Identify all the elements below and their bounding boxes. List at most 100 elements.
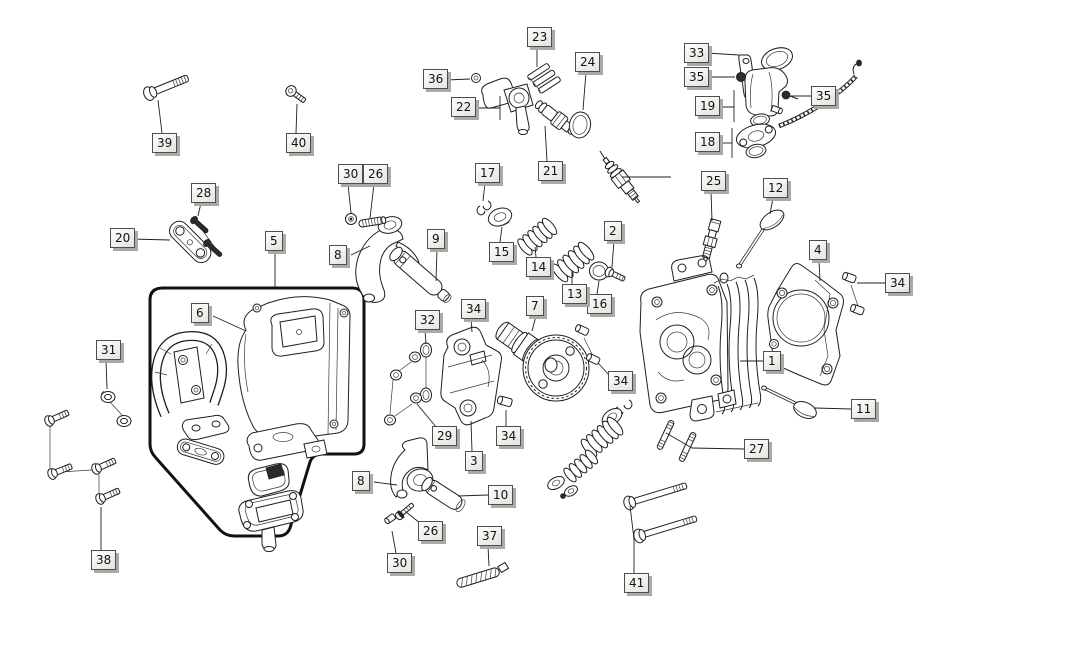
part-label-31[interactable]: 31 xyxy=(96,340,122,360)
part-label-23[interactable]: 23 xyxy=(527,27,553,47)
part-label-22[interactable]: 22 xyxy=(451,97,477,117)
spark-plug xyxy=(599,150,641,204)
part-label-4[interactable]: 4 xyxy=(809,240,827,260)
breather-pipe xyxy=(151,330,230,441)
thermo-sensor-25 xyxy=(701,218,722,265)
part-label-5[interactable]: 5 xyxy=(265,231,283,251)
leader-line xyxy=(769,197,774,215)
valve-spring-14 xyxy=(517,217,558,256)
part-label-25[interactable]: 25 xyxy=(701,171,727,191)
leader-line xyxy=(582,71,587,111)
leader-line xyxy=(350,245,371,256)
part-label-40[interactable]: 40 xyxy=(286,133,312,153)
part-label-30[interactable]: 30 xyxy=(387,553,413,573)
part-label-8[interactable]: 8 xyxy=(352,471,370,491)
leader-line xyxy=(373,481,398,486)
leader-line xyxy=(445,78,471,81)
part-label-37[interactable]: 37 xyxy=(477,526,503,546)
head-gasket-4 xyxy=(767,263,844,386)
part-label-32[interactable]: 32 xyxy=(415,310,441,330)
leader-line xyxy=(818,259,821,282)
part-label-13[interactable]: 13 xyxy=(562,284,588,304)
part-label-3[interactable]: 3 xyxy=(465,451,483,471)
part-label-27[interactable]: 27 xyxy=(744,439,770,459)
part-label-34[interactable]: 34 xyxy=(608,371,634,391)
oval-gasket xyxy=(176,438,225,465)
studs-27 xyxy=(656,420,697,462)
leader-line xyxy=(391,530,397,554)
part-label-30[interactable]: 30 xyxy=(338,164,364,184)
part-label-33[interactable]: 33 xyxy=(684,43,710,63)
leader-line xyxy=(705,52,740,56)
part-label-15[interactable]: 15 xyxy=(489,242,515,262)
part-label-16[interactable]: 16 xyxy=(587,294,613,314)
leader-line xyxy=(457,494,489,497)
leader-line xyxy=(596,280,600,295)
part-label-6[interactable]: 6 xyxy=(191,303,209,323)
head-fins xyxy=(713,274,762,415)
long-bolts-41 xyxy=(623,482,698,544)
valve-spring-13 xyxy=(551,241,595,283)
part-label-19[interactable]: 19 xyxy=(695,96,721,116)
part-label-18[interactable]: 18 xyxy=(695,132,721,152)
leader-line xyxy=(369,183,375,219)
part-label-12[interactable]: 12 xyxy=(763,178,789,198)
part-label-7[interactable]: 7 xyxy=(526,296,544,316)
camshaft-7 xyxy=(495,321,590,402)
part-label-1[interactable]: 1 xyxy=(763,351,781,371)
nut-washer-cluster-29-32 xyxy=(384,342,432,426)
nut-29-d xyxy=(384,414,396,426)
part-label-20[interactable]: 20 xyxy=(110,228,136,248)
washer-32-bottom xyxy=(420,387,432,403)
part-label-34[interactable]: 34 xyxy=(885,273,911,293)
part-label-17[interactable]: 17 xyxy=(475,163,501,183)
leader-line xyxy=(534,246,537,258)
part-label-28[interactable]: 28 xyxy=(191,183,217,203)
stay-plate-20 xyxy=(169,220,212,264)
part-label-29[interactable]: 29 xyxy=(432,426,458,446)
intake-valve-12 xyxy=(735,209,785,269)
leader-line xyxy=(130,238,171,241)
leader-lines xyxy=(100,47,885,573)
part-label-14[interactable]: 14 xyxy=(526,257,552,277)
part-label-38[interactable]: 38 xyxy=(91,550,117,570)
part-label-34[interactable]: 34 xyxy=(496,426,522,446)
part-label-41[interactable]: 41 xyxy=(624,573,650,593)
leader-line xyxy=(482,182,486,202)
leader-line xyxy=(435,248,438,282)
leader-line xyxy=(691,447,745,450)
cylinder-head-cover-6 xyxy=(237,296,351,439)
part-label-26[interactable]: 26 xyxy=(418,521,444,541)
part-label-34[interactable]: 34 xyxy=(461,299,487,319)
pin-30-lower xyxy=(384,513,397,525)
part-label-11[interactable]: 11 xyxy=(851,399,877,419)
part-label-36[interactable]: 36 xyxy=(423,69,449,89)
leader-line xyxy=(531,315,537,332)
dowel-pin-34-bottom xyxy=(496,395,513,408)
gasket-plate xyxy=(238,490,304,552)
part-label-8[interactable]: 8 xyxy=(329,245,347,265)
part-label-35[interactable]: 35 xyxy=(684,67,710,87)
mount-bracket xyxy=(246,423,328,461)
part-label-39[interactable]: 39 xyxy=(152,133,178,153)
screw-26-lower xyxy=(395,502,415,521)
part-label-24[interactable]: 24 xyxy=(575,52,601,72)
o-ring-18 xyxy=(745,143,767,159)
flange-bolt-39 xyxy=(143,74,190,101)
part-label-21[interactable]: 21 xyxy=(538,161,564,181)
part-label-26[interactable]: 26 xyxy=(363,164,389,184)
part-label-35[interactable]: 35 xyxy=(811,86,837,106)
clamp-23 xyxy=(527,63,561,94)
leader-line xyxy=(629,505,635,573)
leader-line xyxy=(295,103,298,134)
bolt-2 xyxy=(604,266,626,282)
part-label-2[interactable]: 2 xyxy=(604,221,622,241)
injector-joint-22 xyxy=(481,77,534,135)
part-label-9[interactable]: 9 xyxy=(427,229,445,249)
cylinder-head-1 xyxy=(639,255,762,422)
camshaft-holder-3 xyxy=(440,326,502,426)
part-label-10[interactable]: 10 xyxy=(488,485,514,505)
leader-line xyxy=(470,420,473,452)
